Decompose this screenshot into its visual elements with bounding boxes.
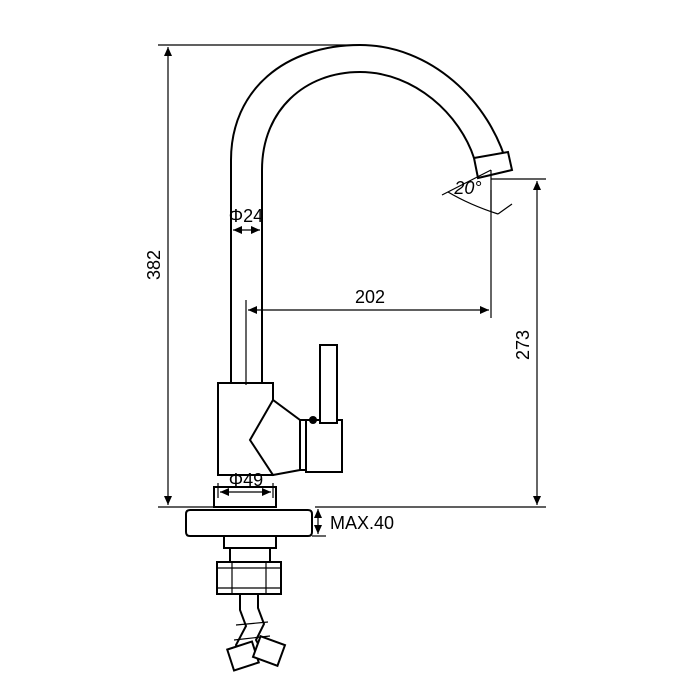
dim-base-diameter: Φ49 bbox=[217, 470, 274, 498]
hose-clip bbox=[233, 621, 271, 641]
dim-total-height: 382 bbox=[144, 44, 360, 508]
mounting-washer bbox=[185, 509, 313, 537]
dim-max-deck-thickness: MAX.40 bbox=[312, 509, 394, 537]
dim-max-deck-thickness-label: MAX.40 bbox=[330, 513, 394, 533]
dim-outlet-angle-label: 20° bbox=[453, 178, 481, 198]
dim-tube-diameter: Φ24 bbox=[229, 206, 263, 234]
cartridge-cone bbox=[248, 398, 301, 477]
lever-pivot bbox=[309, 416, 317, 424]
hex-nut bbox=[216, 561, 282, 595]
dim-spout-reach-label: 202 bbox=[355, 287, 385, 307]
spout-outer-curve bbox=[230, 43, 509, 385]
dim-total-height-label: 382 bbox=[144, 250, 164, 280]
dim-base-diameter-label: Φ49 bbox=[229, 470, 263, 490]
dim-outlet-height: 273 bbox=[315, 178, 546, 508]
spout-aerator bbox=[472, 150, 514, 180]
lever-handle bbox=[319, 344, 338, 424]
mounting-shank bbox=[223, 535, 277, 549]
mounting-nut-neck bbox=[229, 547, 271, 563]
spout-inner-curve bbox=[261, 70, 475, 385]
dim-tube-diameter-label: Φ24 bbox=[229, 206, 263, 226]
lever-block bbox=[305, 419, 343, 473]
dim-outlet-height-label: 273 bbox=[513, 330, 533, 360]
hose-fitting-right bbox=[251, 634, 287, 668]
base-plate bbox=[213, 486, 277, 508]
dim-spout-reach: 202 bbox=[245, 190, 492, 385]
faucet-body bbox=[185, 43, 514, 672]
dim-outlet-angle: 20° bbox=[441, 169, 513, 215]
